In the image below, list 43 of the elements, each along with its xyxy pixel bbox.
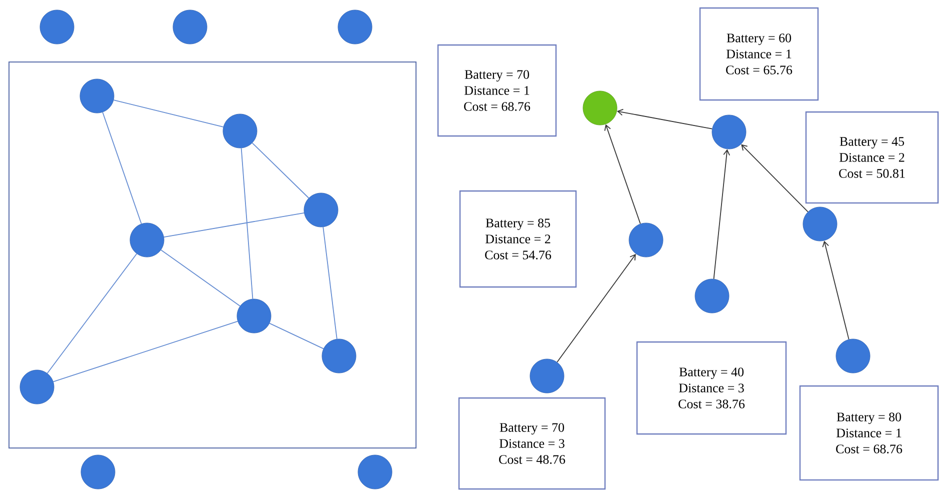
link-line: [322, 226, 338, 340]
sensor-node: [836, 338, 870, 374]
sensor-node: [172, 10, 208, 44]
link-line: [113, 100, 224, 128]
start-node: [582, 90, 618, 126]
link-line: [102, 112, 142, 224]
sensor-node: [80, 454, 116, 490]
link-line: [164, 212, 304, 238]
info-box: Battery = 70 Distance = 1 Cost = 68.76: [437, 44, 557, 137]
link-line: [160, 250, 240, 306]
sensor-node: [80, 78, 114, 114]
link-line: [269, 322, 324, 350]
arrow: [556, 254, 636, 363]
link-line: [46, 253, 138, 374]
sensor-node: [694, 278, 730, 314]
sensor-node: [236, 298, 272, 334]
link-line: [52, 320, 238, 382]
info-box: Battery = 80 Distance = 1 Cost = 68.76: [799, 385, 939, 481]
sensor-node: [222, 114, 258, 148]
sensor-node: [802, 206, 838, 242]
sensor-node: [628, 222, 664, 258]
sensor-node: [20, 370, 54, 404]
sensor-node: [358, 454, 392, 490]
sensor-node: [322, 338, 356, 374]
arrow: [741, 144, 808, 212]
network-frame: [8, 62, 416, 448]
info-box: Battery = 85 Distance = 2 Cost = 54.76: [459, 190, 577, 288]
info-box: Battery = 40 Distance = 3 Cost = 38.76: [636, 341, 787, 435]
arrow: [604, 124, 641, 224]
info-box: Battery = 70 Distance = 3 Cost = 48.76: [458, 397, 606, 490]
info-box: Battery = 45 Distance = 2 Cost = 50.81: [805, 111, 939, 204]
sensor-node: [712, 114, 746, 150]
sensor-node: [40, 10, 74, 44]
sensor-node: [130, 222, 164, 258]
link-line: [252, 142, 310, 198]
link-line: [240, 148, 254, 300]
info-box: Battery = 60 Distance = 1 Cost = 65.76: [699, 7, 819, 101]
sensor-node: [530, 358, 564, 394]
arrow: [616, 108, 713, 130]
sensor-node: [304, 192, 338, 228]
sensor-node: [338, 10, 372, 44]
arrow: [822, 240, 850, 340]
arrow: [713, 149, 730, 280]
